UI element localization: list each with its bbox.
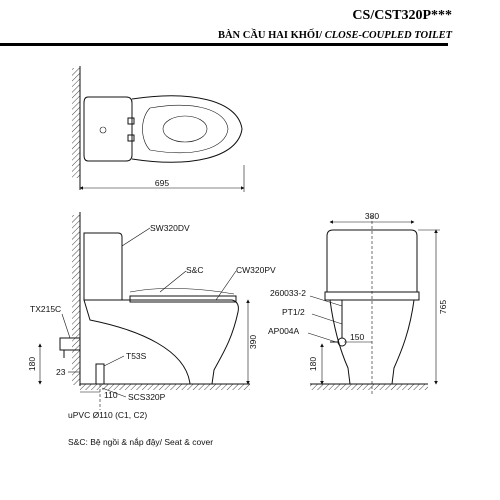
bowl-side [83,299,239,385]
seat-side [129,295,237,303]
label-seat-cover: S&C [186,265,203,275]
floor-hatch-front [310,384,428,390]
side-view: SW320DV S&C CW320PV TX215C T53S SCS320P … [27,212,276,420]
dim-height-side: 390 [248,335,258,349]
dim-offset-front: 150 [350,332,364,342]
label-valve: TX215C [30,304,61,314]
dim-outlet-offset: 110 [104,390,118,400]
model-number: CS/CST320P*** [352,8,452,23]
label-fitting: PT1/2 [282,307,305,317]
dim-width-front: 380 [365,211,379,221]
floor-hatch-side [80,384,250,390]
product-title: BÀN CẦU HAI KHỐI/ CLOSE-COUPLED TOILET [218,30,452,41]
title-en: CLOSE-COUPLED TOILET [324,30,452,41]
dim-total-height: 765 [438,300,448,314]
tank-side [83,232,123,301]
top-view: 695 [72,66,245,192]
dim-length: 695 [155,178,169,188]
label-flange: SCS320P [128,392,166,402]
label-tank: SW320DV [150,223,190,233]
title-vi: BÀN CẦU HAI KHỐI/ [217,30,325,41]
wall-hatch-side [72,215,80,385]
label-bolt: T53S [126,351,147,361]
footnote: S&C: Bệ ngồi & nắp đậy/ Seat & cover [68,437,213,447]
label-stop-valve: AP004A [268,326,300,336]
dim-supply-height-front: 180 [308,357,318,371]
front-view: 380 765 180 150 260033-2 PT1/2 AP004A [268,211,448,395]
label-pipe: uPVC Ø110 (C1, C2) [68,410,147,420]
label-hose: 260033-2 [270,288,306,298]
tank-outline-top [83,96,133,162]
bowl-outline-top [131,95,243,163]
seat-front [324,291,420,301]
dim-supply-height-side: 180 [27,357,37,371]
header-rule [0,43,448,46]
wall-hatch-top [72,68,80,178]
label-bowl: CW320PV [236,265,276,275]
dim-supply-offset: 23 [56,367,66,377]
